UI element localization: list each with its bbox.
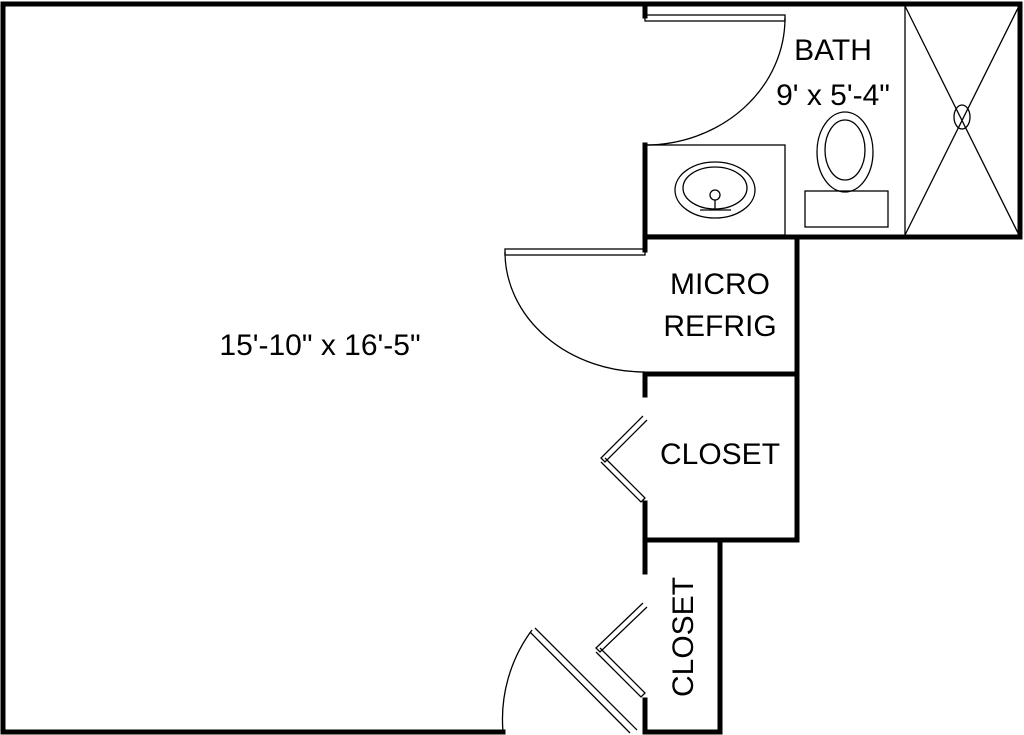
kitchen-door-swing-arc [504, 251, 646, 373]
bath-door-leaf [644, 14, 786, 22]
bath-dimensions: 9' x 5'-4" [776, 79, 890, 112]
closet-2-bifold-door[interactable] [595, 602, 648, 698]
bath-fixtures [644, 4, 1020, 237]
bath-label: BATH [794, 34, 872, 67]
closet-1-label: CLOSET [660, 438, 780, 471]
closet-2-walls [642, 537, 723, 735]
doors [501, 248, 648, 734]
faucet-handles [700, 200, 731, 211]
sink-icon [674, 161, 756, 219]
bath-door-swing-arc [644, 17, 786, 146]
closet-2-label: CLOSET [667, 577, 700, 697]
toilet-tank [804, 190, 889, 228]
toilet-bowl-icon [816, 111, 874, 193]
shower-drain-icon [953, 104, 971, 130]
bath-outer-wall [642, 1, 1023, 240]
vanity-counter [644, 144, 786, 236]
toilet-seat [824, 119, 866, 181]
shower-cross [904, 5, 1020, 236]
refrig-label: REFRIG [663, 310, 776, 343]
outer-wall-left-top [0, 1, 648, 735]
entry-door-leaf[interactable] [529, 627, 638, 734]
faucet-icon [709, 189, 721, 201]
main-room-dimensions: 15'-10" x 16'-5" [219, 329, 420, 362]
closet-1-bifold-door[interactable] [600, 415, 648, 503]
micro-label: MICRO [670, 268, 770, 301]
kitchen-door-leaf[interactable] [504, 248, 646, 256]
labels: 15'-10" x 16'-5" BATH 9' x 5'-4" MICRO R… [219, 34, 890, 697]
entry-door-swing-arc [501, 629, 533, 733]
